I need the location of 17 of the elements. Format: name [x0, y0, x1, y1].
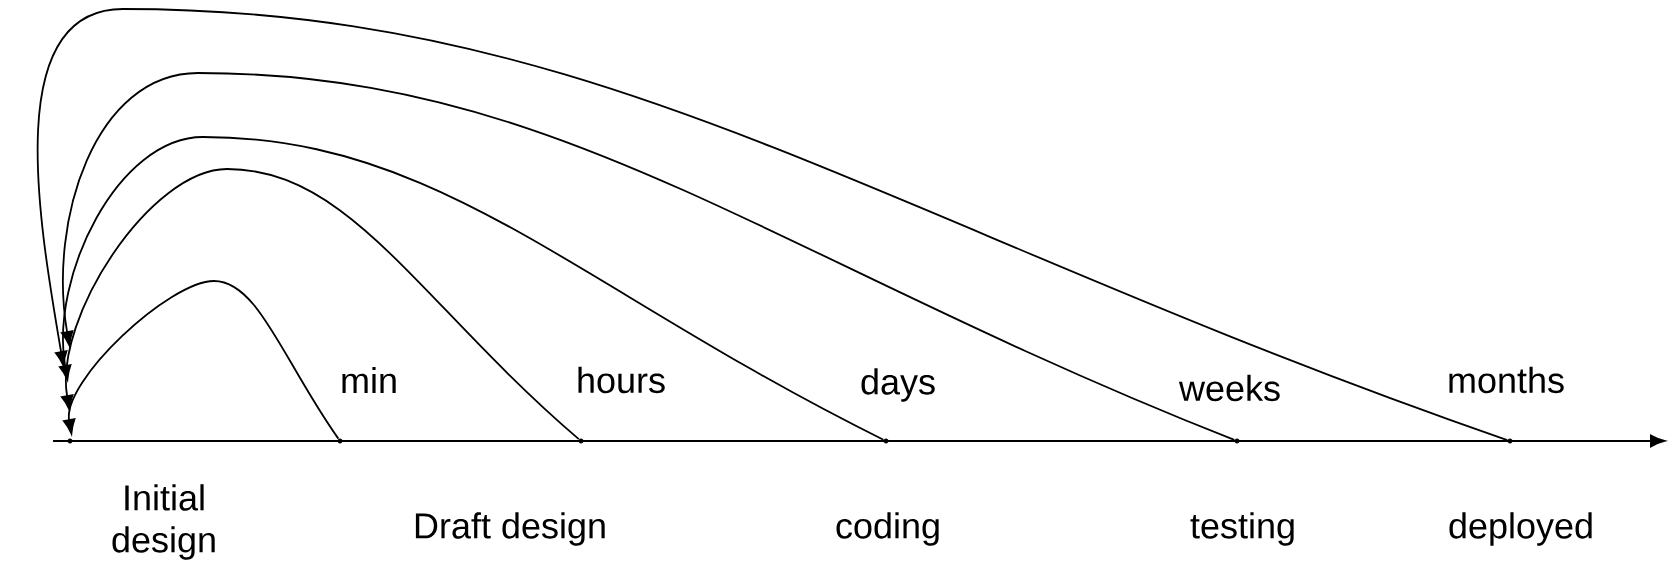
time-label: min — [342, 366, 396, 394]
time-label: months — [1449, 366, 1564, 394]
time-label: hours — [578, 366, 665, 394]
axis-point — [337, 438, 343, 444]
stage-label: Draft design — [415, 512, 605, 546]
axis-point — [883, 438, 889, 444]
curved-arrow — [60, 72, 1236, 441]
curved-arrow — [36, 8, 1509, 441]
time-label: days — [861, 368, 935, 402]
curved-arrow — [58, 136, 885, 441]
time-label: weeks — [1178, 374, 1280, 402]
curved-arrow — [62, 280, 340, 440]
axis-point — [1507, 438, 1513, 444]
axis-point — [578, 438, 584, 444]
curved-arrow — [60, 168, 580, 440]
axis-point — [1234, 438, 1240, 444]
axis-point — [67, 438, 73, 444]
